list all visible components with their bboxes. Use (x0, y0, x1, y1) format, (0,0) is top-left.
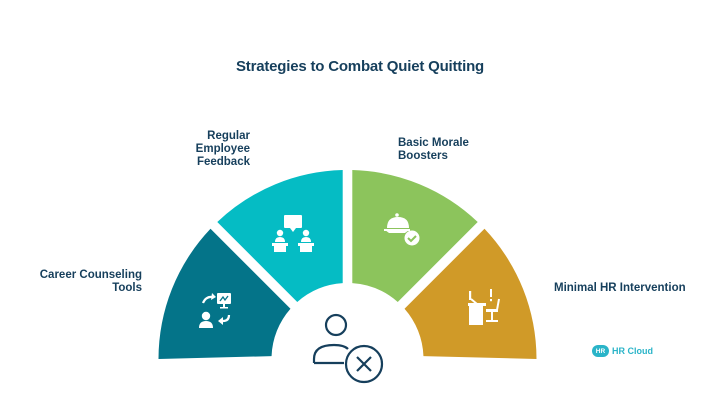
empty-desk-alert-icon (468, 289, 500, 325)
hr-cloud-badge-icon: HR (592, 345, 609, 357)
label-minimal-hr-intervention: Minimal HR Intervention (554, 282, 704, 295)
label-regular-employee-feedback: Regular Employee Feedback (180, 130, 250, 169)
label-line: Feedback (196, 156, 250, 168)
label-career-counseling-tools: Career Counseling Tools (30, 269, 142, 295)
hr-cloud-logo-text: HR Cloud (612, 346, 653, 356)
career-counseling-icon (199, 293, 231, 328)
label-line: Minimal HR Intervention (554, 282, 686, 294)
user-remove-icon (312, 313, 384, 384)
presentation-meeting-icon (272, 215, 314, 252)
label-line: Tools (112, 282, 142, 294)
label-line: Career Counseling (39, 269, 142, 281)
label-line: Regular (207, 130, 250, 142)
label-line: Employee (195, 143, 250, 155)
label-line: Boosters (398, 150, 448, 162)
hr-cloud-logo: HR HR Cloud (592, 345, 653, 357)
diagram-title: Strategies to Combat Quiet Quitting (235, 58, 484, 75)
food-cloche-check-icon (384, 213, 420, 246)
label-line: Basic Morale (398, 137, 469, 149)
label-basic-morale-boosters: Basic Morale Boosters (398, 137, 518, 163)
